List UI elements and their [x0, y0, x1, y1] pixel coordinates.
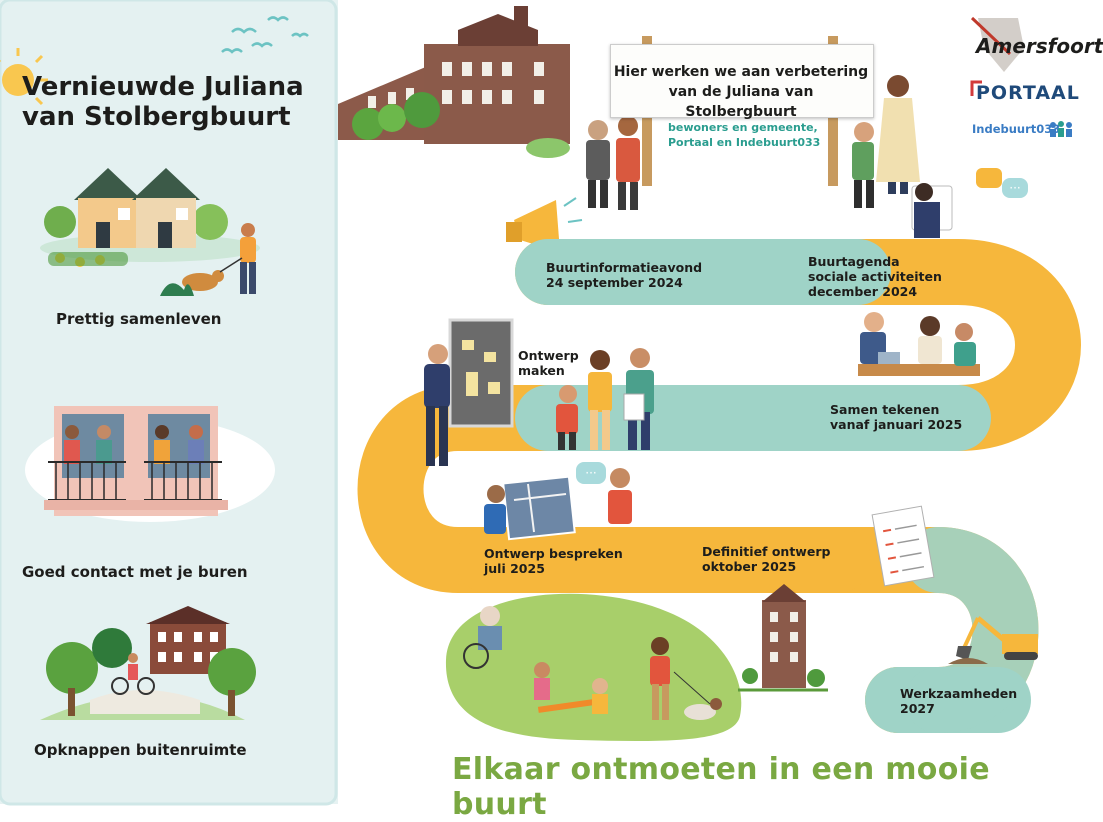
milestone-2-subtitle: sociale activiteiten — [808, 269, 942, 284]
indebuurt-logo-text: Indebuurt033 — [972, 122, 1061, 136]
milestone-5-title: Ontwerp bespreken — [484, 546, 623, 561]
left-panel — [0, 0, 338, 806]
page-title: Vernieuwde Juliana van Stolbergbuurt — [22, 72, 322, 132]
milestone-ontwerp-maken: Ontwerp maken — [518, 348, 579, 378]
svg-text:···: ··· — [585, 466, 596, 480]
milestone-6-title: Definitief ontwerp — [702, 544, 831, 559]
milestone-5-date: juli 2025 — [484, 561, 545, 576]
houses-walking-dog-icon — [40, 168, 260, 296]
portaal-logo: PORTAAL — [970, 80, 1079, 108]
sign-sub-line-2: Portaal en Indebuurt033 — [668, 136, 821, 149]
milestone-definitief-ontwerp: Definitief ontwerp oktober 2025 — [702, 544, 830, 574]
sign-line-2: van de Juliana van Stolbergbuurt — [668, 84, 814, 120]
meeting-table-icon — [858, 312, 980, 376]
milestone-2-date: december 2024 — [808, 284, 918, 299]
milestone-buurtagenda: Buurtagenda sociale activiteiten decembe… — [808, 254, 942, 299]
milestone-buurtinformatieavond: Buurtinformatieavond 24 september 2024 — [546, 260, 702, 290]
people-logo-icon — [1050, 121, 1072, 137]
left-panel-decor — [0, 0, 338, 806]
neighbours-balcony-icon — [25, 406, 275, 522]
checklist-icon — [871, 505, 935, 587]
amersfoort-logo: Amersfoort — [970, 14, 1103, 78]
theme-caption-samenleven: Prettig samenleven — [56, 310, 222, 328]
title-line-1: Vernieuwde Juliana — [22, 72, 304, 102]
milestone-samen-tekenen: Samen tekenen vanaf januari 2025 — [830, 402, 962, 432]
people-drawing-icon — [556, 348, 654, 450]
milestone-werkzaamheden: Werkzaamheden 2027 — [900, 686, 1017, 716]
milestone-1-title: Buurtinformatieavond — [546, 260, 703, 275]
project-sign — [610, 44, 874, 118]
milestone-2-title: Buurtagenda — [808, 254, 900, 269]
milestone-7-date: 2027 — [900, 701, 935, 716]
milestone-4-title: Samen tekenen — [830, 402, 940, 417]
svg-text:···: ··· — [1009, 181, 1020, 195]
design-board-icon — [424, 318, 514, 466]
milestone-3-line-1: Ontwerp — [518, 348, 579, 363]
timeline-illustration: ··· — [338, 6, 1081, 742]
excavator-icon — [948, 616, 1038, 664]
people-group-sign-icon: ··· — [586, 75, 1028, 238]
milestone-4-date: vanaf januari 2025 — [830, 417, 963, 432]
amersfoort-logo-text: Amersfoort — [976, 34, 1103, 58]
slogan: Elkaar ontmoeten in een mooie buurt — [452, 752, 990, 822]
building-park-cyclist-icon — [40, 606, 256, 720]
timeline-road — [357, 239, 1081, 733]
park-scene-icon — [445, 593, 742, 742]
title-line-2: van Stolbergbuurt — [22, 102, 291, 132]
sun-icon — [0, 48, 48, 106]
sign-partners: bewoners en gemeente, Portaal en Indebuu… — [668, 120, 888, 150]
map-discussion-icon: ··· — [484, 462, 632, 541]
sign-sub-line-1: bewoners en gemeente, — [668, 121, 818, 134]
sign-heading: Hier werken we aan verbetering van de Ju… — [612, 62, 870, 122]
milestone-6-date: oktober 2025 — [702, 559, 797, 574]
theme-caption-buitenruimte: Opknappen buitenruimte — [34, 741, 247, 759]
amersfoort-crest-icon — [970, 16, 1024, 72]
historic-building-icon — [338, 6, 570, 158]
sign-line-1: Hier werken we aan verbetering — [613, 64, 869, 80]
portaal-mark-icon — [970, 80, 982, 96]
milestone-1-date: 24 september 2024 — [546, 275, 683, 290]
theme-caption-contact: Goed contact met je buren — [22, 563, 248, 581]
tall-building-icon — [738, 584, 828, 692]
indebuurt-logo: Indebuurt033 — [970, 118, 1072, 142]
milestone-3-line-2: maken — [518, 363, 565, 378]
milestone-7-title: Werkzaamheden — [900, 686, 1018, 701]
birds-icon — [221, 16, 309, 54]
milestone-ontwerp-bespreken: Ontwerp bespreken juli 2025 — [484, 546, 623, 576]
portaal-logo-text: PORTAAL — [976, 82, 1080, 104]
